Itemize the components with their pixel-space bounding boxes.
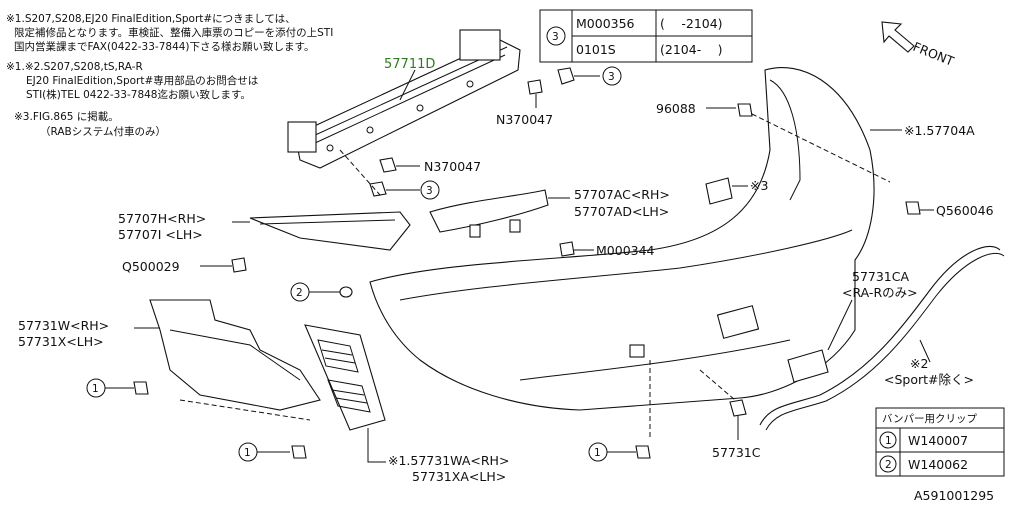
label-57704A: ※1.57704A [904, 123, 975, 138]
notes: ※1.S207,S208,EJ20 FinalEdition,Sport#につき… [6, 13, 333, 138]
label-57707I: 57707I <LH> [118, 227, 203, 242]
front-label: FRONT [911, 39, 957, 69]
note-line-8: （RABシステム付車のみ） [40, 125, 166, 138]
clip-part-1: W140007 [908, 433, 968, 448]
note-line-3: 国内営業課までFAX(0422-33-7844)下さる様お願い致します。 [14, 40, 314, 53]
note-line-4: ※1.※2.S207,S208,tS,RA-R [6, 61, 143, 73]
label-96088: 96088 [656, 101, 696, 116]
bracket-57707H [249, 211, 411, 251]
ref-part-2: 0101S [576, 42, 616, 57]
mud-guard-57731W [149, 299, 321, 421]
circle-1-left: 1 [92, 383, 99, 395]
label-note2-sub: <Sport#除く> [884, 372, 974, 387]
ref-marker: 3 [552, 31, 559, 43]
label-q500029: Q500029 [122, 259, 180, 274]
label-57707AC: 57707AC<RH> [574, 187, 670, 202]
reinforcement-beam [287, 29, 521, 169]
ref-marker-circle [546, 26, 566, 46]
label-57731CA: 57731CA [852, 269, 909, 284]
label-q560046: Q560046 [936, 203, 994, 218]
label-m000344: M000344 [596, 243, 655, 258]
diffuser-strip [759, 245, 1005, 431]
ref-part-1: M000356 [576, 16, 635, 31]
ref-range-2: (2104- ) [660, 42, 723, 57]
clip-table-header: バンパー用クリップ [882, 413, 978, 425]
label-note2: ※2 [910, 356, 928, 371]
label-57731W: 57731W<RH> [18, 318, 109, 333]
note-line-2: 限定補修品となります。車検証、整備入庫票のコピーを添付の上STI [14, 26, 333, 39]
clip-marker-2: 2 [885, 459, 892, 471]
label-57731X: 57731X<LH> [18, 334, 104, 349]
bumper-cover [369, 67, 875, 411]
ref-table: 3 M000356 ( -2104) 0101S (2104- ) [539, 9, 753, 63]
label-57707AD: 57707AD<LH> [574, 204, 669, 219]
label-n370047-top: N370047 [496, 112, 553, 127]
clip-part-2: W140062 [908, 457, 968, 472]
label-57707H: 57707H<RH> [118, 211, 206, 226]
ref-range-1: ( -2104) [660, 16, 723, 31]
label-57731WA: ※1.57731WA<RH> [388, 453, 509, 468]
label-57731CA-note: <RA-Rのみ> [842, 285, 918, 300]
circle-1-bottom: 1 [244, 447, 251, 459]
clip-table: バンパー用クリップ 1 W140007 2 W140062 [875, 407, 1005, 477]
circle-3-mid: 3 [426, 185, 433, 197]
figure-id: A591001295 [914, 488, 994, 503]
label-57711D: 57711D [384, 57, 435, 72]
label-ref3: ※3 [750, 178, 768, 193]
circle-3-top: 3 [608, 71, 615, 83]
note-line-7: ※3.FIG.865 に掲載。 [14, 111, 119, 123]
circle-2: 2 [296, 287, 303, 299]
note-line-6: STI(株)TEL 0422-33-7848迄お願い致します。 [26, 88, 251, 101]
clip-marker-1: 1 [885, 435, 892, 447]
note-line-1: ※1.S207,S208,EJ20 FinalEdition,Sport#につき… [6, 13, 296, 25]
label-57731C: 57731C [712, 445, 761, 460]
grille-57731WA [304, 324, 386, 431]
circle-1-center: 1 [594, 447, 601, 459]
note-line-5: EJ20 FinalEdition,Sport#専用部品のお問合せは [26, 74, 258, 87]
front-arrow: FRONT [881, 21, 957, 69]
bracket-57707AC [429, 189, 549, 238]
label-57731XA: 57731XA<LH> [412, 469, 506, 484]
label-n370047-mid: N370047 [424, 159, 481, 174]
